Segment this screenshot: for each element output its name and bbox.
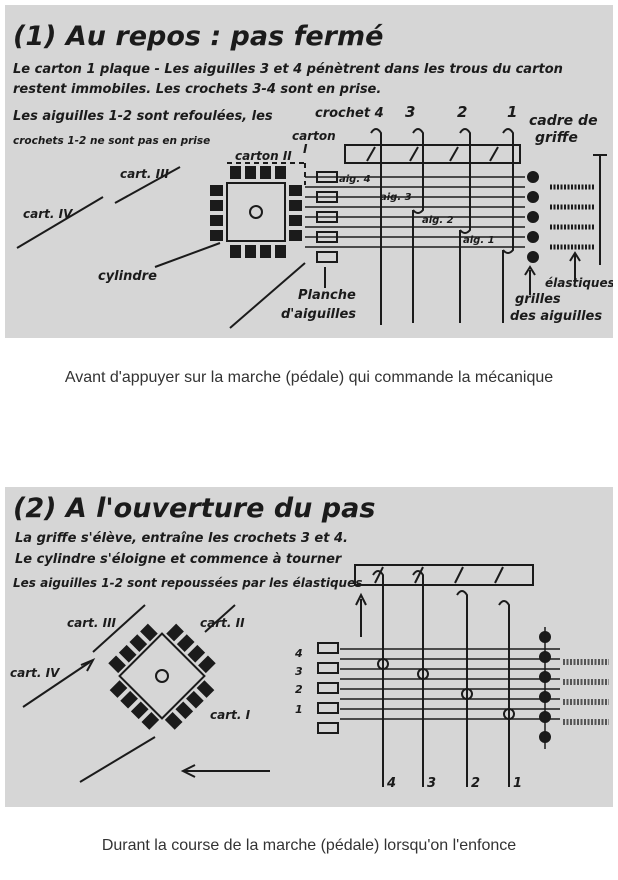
needles-p2: [340, 648, 560, 720]
label-hook-1: 1: [507, 103, 517, 121]
panel1-note-3: Les aiguilles 1-2 sont refoulées, les: [13, 109, 273, 124]
needle-eyes-p2: [377, 658, 515, 720]
panel2-title: (2) A l'ouverture du pas: [13, 493, 375, 524]
caption-rest: Avant d'appuyer sur la marche (pédale) q…: [64, 369, 554, 386]
pointer-line-cylindre: [154, 242, 221, 268]
label-aig-2: aig. 2: [422, 215, 454, 226]
label-cart-4-p2: cart. IV: [10, 666, 61, 680]
griffe-frame-p2: [354, 564, 534, 586]
label-grilles-line2: des aiguilles: [510, 309, 602, 324]
diagram-opening: (2) A l'ouverture du pas La griffe s'élè…: [10, 493, 609, 791]
hook-num-3: 3: [427, 776, 436, 791]
needle-board-p2: [317, 642, 339, 734]
label-cylindre: cylindre: [98, 269, 157, 284]
panel1-note-4: crochets 1-2 ne sont pas en prise: [13, 135, 210, 147]
hook-num-1: 1: [513, 776, 522, 791]
panel1-note-1: Le carton 1 plaque - Les aiguilles 3 et …: [13, 62, 563, 77]
label-hook-3: 3: [405, 103, 415, 121]
needle-num-1: 1: [295, 703, 303, 716]
griffe-frame: [344, 144, 521, 164]
diagram-panel-opening: (2) A l'ouverture du pas La griffe s'élè…: [5, 487, 613, 807]
diagram-rest: (1) Au repos : pas fermé Le carton 1 pla…: [13, 21, 613, 329]
label-cart-2-p2: cart. II: [200, 616, 245, 630]
cylinder-prism-rotated: [108, 623, 216, 730]
hooks-p2: [372, 570, 510, 787]
needle-num-2: 2: [295, 683, 303, 696]
label-carton-2: carton II: [235, 149, 292, 163]
panel2-note-3: Les aiguilles 1-2 sont repoussées par le…: [13, 576, 362, 590]
panel1-title: (1) Au repos : pas fermé: [13, 21, 383, 52]
needle-grilles: [527, 171, 539, 263]
pointer-line-cart2: [229, 262, 306, 329]
panel2-note-1: La griffe s'élève, entraîne les crochets…: [15, 531, 348, 546]
label-cart-3-p2: cart. III: [67, 616, 117, 630]
hook-num-2: 2: [471, 776, 480, 791]
label-cart-3: cart. III: [120, 167, 170, 181]
label-carton-top-num: I: [303, 142, 308, 156]
springs-p2: [563, 659, 609, 725]
cylinder-prism: [210, 162, 306, 258]
label-cart-1-p2: cart. I: [210, 708, 251, 722]
label-carton-top: carton: [292, 129, 336, 143]
diagram-panel-rest: (1) Au repos : pas fermé Le carton 1 pla…: [5, 5, 613, 338]
label-crochet-4: crochet 4: [315, 106, 384, 121]
label-hook-2: 2: [457, 103, 467, 121]
caption-opening: Durant la course de la marche (pédale) l…: [101, 837, 517, 854]
panel2-note-2: Le cylindre s'éloigne et commence à tour…: [15, 552, 343, 567]
pointer-line-cart4: [16, 196, 104, 249]
needles: [305, 176, 525, 248]
label-cadre-line1: cadre de: [529, 113, 598, 129]
arrow-cart4: [22, 661, 91, 708]
needle-num-3: 3: [295, 665, 303, 678]
needle-num-4: 4: [294, 647, 303, 660]
label-aig-1: aig. 1: [463, 235, 495, 246]
label-cart-4: cart. IV: [23, 207, 74, 221]
label-planche-line1: Planche: [298, 288, 356, 303]
label-cadre-line2: griffe: [535, 130, 578, 146]
panel1-note-2: restent immobiles. Les crochets 3-4 sont…: [13, 82, 381, 97]
label-grilles-line1: grilles: [515, 292, 561, 307]
springs: [550, 184, 595, 250]
label-aig-4: aig. 4: [339, 174, 371, 185]
label-planche-line2: d'aiguilles: [281, 307, 356, 322]
pointer-line-cart3: [114, 166, 181, 204]
hooks: [370, 128, 514, 325]
label-elastiques: élastiques: [545, 276, 613, 290]
hook-num-4: 4: [386, 776, 396, 791]
